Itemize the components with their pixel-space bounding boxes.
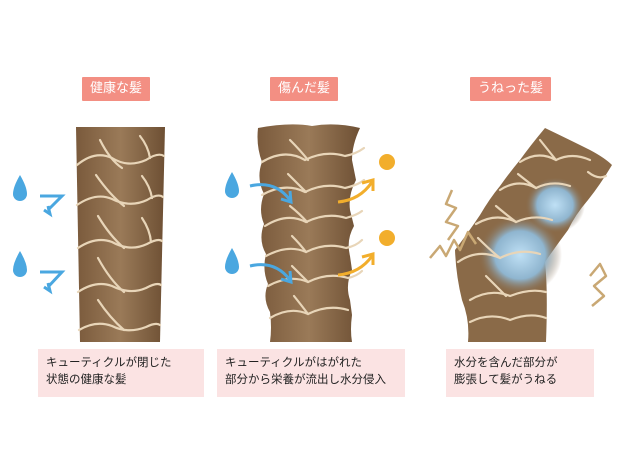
caption-line: 膨張して髪がうねる	[454, 372, 558, 386]
nutrient-outflow-arrow-icon	[337, 178, 375, 277]
caption-damaged-hair: キューティクルがはがれた 部分から栄養が流出し水分侵入	[217, 349, 405, 397]
damaged-hair-strand	[257, 124, 366, 343]
water-inflow-arrow-icon	[249, 183, 293, 285]
title-damaged-hair: 傷んだ髪	[270, 77, 339, 101]
title-wavy-hair: うねった髪	[470, 77, 552, 101]
caption-line: 部分から栄養が流出し水分侵入	[225, 372, 386, 386]
wavy-hair-strand	[455, 128, 612, 342]
water-drop-icon	[225, 172, 239, 274]
caption-line: 状態の健康な髪	[46, 372, 127, 386]
nutrient-dot-icon	[379, 154, 395, 246]
stress-zigzag-icon	[429, 189, 608, 307]
caption-wavy-hair: 水分を含んだ部分が 膨張して髪がうねる	[446, 349, 594, 397]
title-healthy-hair: 健康な髪	[82, 77, 151, 101]
caption-line: キューティクルが閉じた	[46, 355, 172, 369]
caption-healthy-hair: キューティクルが閉じた 状態の健康な髪	[38, 349, 204, 397]
healthy-hair-strand	[75, 127, 166, 342]
caption-line: 水分を含んだ部分が	[454, 355, 558, 369]
blocked-arrow-icon	[40, 194, 66, 295]
caption-line: キューティクルがはがれた	[225, 355, 362, 369]
water-drop-icon	[13, 175, 27, 277]
